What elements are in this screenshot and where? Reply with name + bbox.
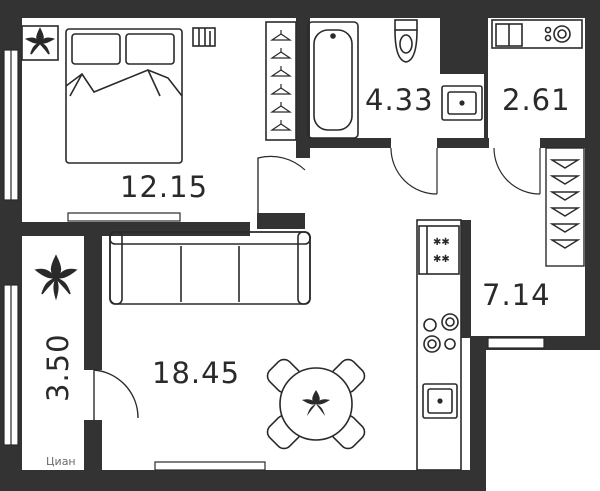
- hangers: [270, 30, 292, 131]
- windows: [3, 49, 545, 471]
- pillow-left: [71, 33, 121, 65]
- outer-wall-top: [0, 0, 600, 18]
- bedroom-door-swing: [257, 155, 306, 213]
- wall-wc-bottom: [540, 138, 588, 148]
- fridge: [418, 225, 460, 275]
- outer-wall-bottom: [0, 470, 486, 491]
- window-hall-bottom: [487, 337, 545, 349]
- window-bedroom-bottom: [67, 212, 181, 222]
- bedroom-area-label: 12.15: [120, 170, 208, 204]
- bathroom-door-swing: [390, 147, 438, 195]
- wall-balcony-living-bottom: [84, 420, 102, 480]
- wall-bath-bottom: [296, 138, 391, 148]
- pillow-right: [125, 33, 175, 65]
- table-flower-icon: [302, 390, 330, 416]
- washing-machine: [491, 19, 583, 49]
- stove: [423, 313, 459, 353]
- wardrobe: [265, 21, 297, 141]
- wall-hall-left: [461, 220, 471, 338]
- bathtub: [307, 21, 359, 139]
- bathroom-sink: [441, 85, 483, 121]
- balcony-fixtures: [34, 254, 139, 420]
- kitchen-sink: [422, 383, 458, 419]
- toilet-icon: [394, 19, 418, 63]
- bathroom-fixtures: [307, 19, 483, 195]
- wc-area-label: 2.61: [502, 83, 571, 117]
- nightstand: [21, 25, 59, 61]
- wall-balcony-living-top: [84, 222, 102, 370]
- outer-wall-right-upper: [585, 0, 600, 336]
- wall-bath-wc-top: [440, 18, 486, 74]
- hall-area-label: 7.14: [482, 278, 551, 312]
- watermark-text: Циан: [46, 455, 76, 468]
- window-living-bottom: [154, 461, 266, 471]
- wc-fixtures: [491, 19, 583, 195]
- dining-table: [266, 358, 366, 450]
- balcony-plant-icon: [34, 254, 78, 301]
- books-icon: [192, 27, 216, 47]
- hall-wardrobe: [545, 147, 585, 267]
- balcony-area-label: 3.50: [41, 333, 75, 402]
- wall-bedroom-bottom-left: [0, 222, 250, 236]
- outer-wall-right-lower: [470, 336, 486, 491]
- bed: [65, 28, 183, 164]
- wall-wc-left: [484, 18, 488, 144]
- kitchen-counter: [416, 219, 462, 471]
- wall-bath-bottom-right: [437, 138, 489, 148]
- bathroom-area-label: 4.33: [365, 83, 434, 117]
- wall-bedroom-east: [296, 18, 310, 158]
- wall-bedroom-bottom-right: [257, 213, 305, 229]
- bedroom-furniture: [21, 21, 306, 213]
- wc-door-swing: [493, 147, 541, 195]
- plant-icon: [24, 27, 56, 55]
- living-furniture: ✱✱ ✱✱: [109, 219, 462, 471]
- svg-text:✱✱: ✱✱: [433, 237, 450, 248]
- svg-text:✱✱: ✱✱: [433, 254, 450, 265]
- sofa: [109, 231, 311, 305]
- living-area-label: 18.45: [152, 356, 240, 390]
